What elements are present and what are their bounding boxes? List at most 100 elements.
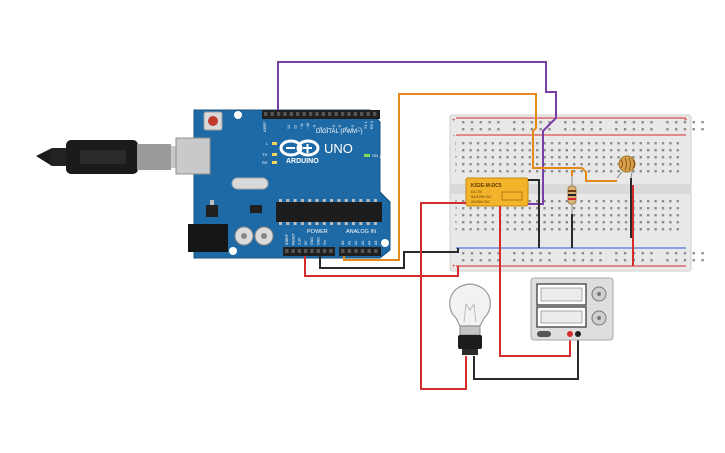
breadboard-hole[interactable] [476,214,480,217]
breadboard-hole[interactable] [647,207,650,210]
breadboard-hole[interactable] [669,221,672,224]
breadboard-hole[interactable] [491,156,494,159]
breadboard-hole[interactable] [521,207,524,210]
breadboard-hole[interactable] [513,207,517,210]
breadboard-hole[interactable] [701,252,704,255]
header-pin[interactable] [328,112,332,116]
breadboard-hole[interactable] [602,142,605,145]
breadboard-hole[interactable] [647,214,650,217]
breadboard-hole[interactable] [499,156,502,159]
breadboard-hole[interactable] [558,228,561,231]
breadboard-hole[interactable] [617,207,620,210]
breadboard-hole[interactable] [639,163,642,166]
wire-orange-main[interactable] [343,93,617,261]
breadboard-hole[interactable] [558,214,561,217]
breadboard-hole[interactable] [484,214,487,217]
breadboard-hole[interactable] [488,259,491,262]
breadboard-hole[interactable] [548,252,551,255]
breadboard-hole[interactable] [650,259,653,262]
breadboard-hole[interactable] [506,214,509,217]
breadboard-hole[interactable] [513,170,517,173]
breadboard-hole[interactable] [632,170,635,173]
breadboard-hole[interactable] [491,228,494,231]
breadboard-hole[interactable] [587,200,591,203]
breadboard-hole[interactable] [623,259,627,262]
breadboard-hole[interactable] [639,200,642,203]
breadboard-hole[interactable] [666,128,669,131]
breadboard-hole[interactable] [683,259,687,262]
header-pin[interactable] [264,112,268,116]
breadboard-hole[interactable] [610,228,613,231]
breadboard-hole[interactable] [521,121,525,124]
breadboard-hole[interactable] [497,259,500,262]
breadboard-hole[interactable] [639,156,642,159]
header-pin[interactable] [296,112,300,116]
breadboard-hole[interactable] [602,149,605,152]
breadboard-hole[interactable] [506,170,509,173]
breadboard-hole[interactable] [602,200,605,203]
breadboard-hole[interactable] [669,200,672,203]
breadboard-hole[interactable] [469,142,472,145]
breadboard-hole[interactable] [661,142,665,145]
breadboard-hole[interactable] [573,214,576,217]
breadboard-hole[interactable] [676,149,679,152]
breadboard-hole[interactable] [595,149,598,152]
breadboard-hole[interactable] [558,200,561,203]
breadboard-hole[interactable] [650,128,653,131]
header-pin[interactable] [340,112,345,116]
breadboard-hole[interactable] [484,221,487,224]
breadboard-hole[interactable] [683,121,687,124]
breadboard-hole[interactable] [558,170,561,173]
header-pin[interactable] [291,249,295,253]
breadboard-hole[interactable] [581,128,585,131]
breadboard-hole[interactable] [587,142,591,145]
breadboard-hole[interactable] [632,121,636,124]
breadboard-hole[interactable] [550,200,554,203]
breadboard-hole[interactable] [497,121,500,124]
breadboard-hole[interactable] [595,163,598,166]
breadboard-hole[interactable] [587,214,591,217]
breadboard-hole[interactable] [573,228,576,231]
breadboard-hole[interactable] [539,252,542,255]
breadboard-hole[interactable] [484,142,487,145]
header-pin[interactable] [283,112,287,116]
breadboard-hole[interactable] [573,142,576,145]
breadboard-hole[interactable] [476,156,480,159]
header-pin[interactable] [289,112,294,116]
breadboard-hole[interactable] [462,214,465,217]
breadboard-hole[interactable] [521,170,524,173]
breadboard-hole[interactable] [536,142,539,145]
light-bulb-icon[interactable] [449,283,491,355]
breadboard-hole[interactable] [536,207,539,210]
breadboard-hole[interactable] [661,149,665,152]
breadboard-hole[interactable] [666,121,669,124]
breadboard-hole[interactable] [462,228,465,231]
breadboard-hole[interactable] [624,142,628,145]
breadboard-hole[interactable] [479,259,482,262]
breadboard-hole[interactable] [528,163,531,166]
breadboard-hole[interactable] [580,207,583,210]
breadboard-hole[interactable] [595,200,598,203]
breadboard-hole[interactable] [595,214,598,217]
header-pin[interactable] [322,249,327,253]
breadboard-hole[interactable] [647,170,650,173]
breadboard-hole[interactable] [602,214,605,217]
photoresistor-icon[interactable] [616,155,636,179]
breadboard-hole[interactable] [506,221,509,224]
header-pin[interactable] [367,249,371,253]
breadboard-hole[interactable] [632,128,636,131]
breadboard-hole[interactable] [676,207,679,210]
breadboard-hole[interactable] [469,170,472,173]
breadboard-hole[interactable] [669,149,672,152]
breadboard-hole[interactable] [587,221,591,224]
breadboard-hole[interactable] [617,200,620,203]
breadboard-hole[interactable] [654,228,657,231]
breadboard-hole[interactable] [624,149,628,152]
breadboard-hole[interactable] [469,214,472,217]
breadboard-hole[interactable] [469,207,472,210]
breadboard-hole[interactable] [602,156,605,159]
breadboard-hole[interactable] [484,207,487,210]
breadboard-hole[interactable] [543,207,546,210]
breadboard-hole[interactable] [617,156,620,159]
breadboard-hole[interactable] [581,259,585,262]
